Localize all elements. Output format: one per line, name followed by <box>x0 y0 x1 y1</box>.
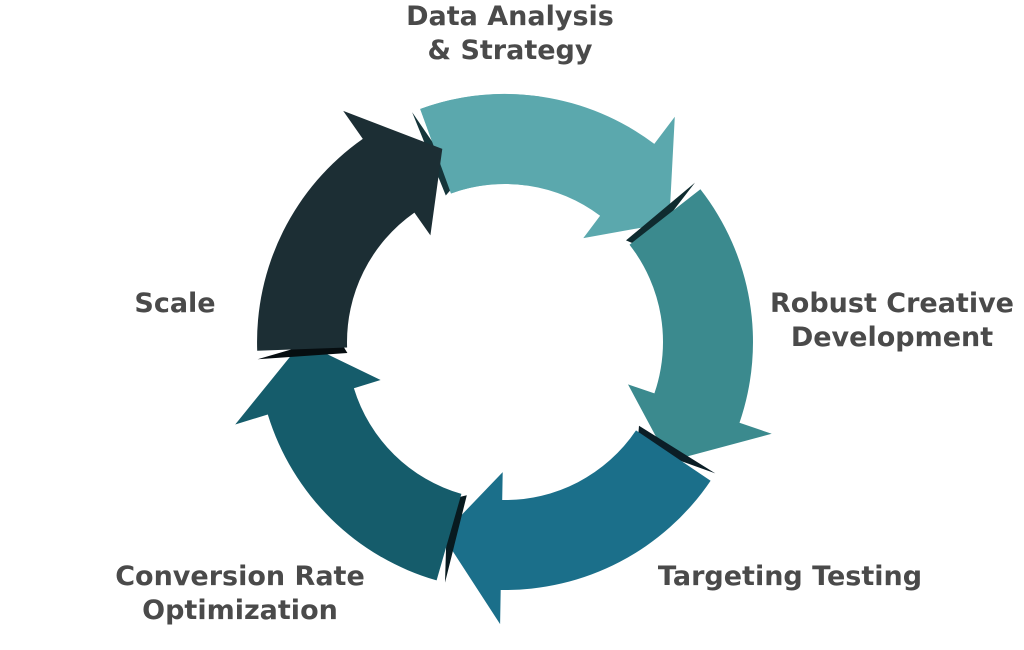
stage-label-conversion-rate-line-2: Optimization <box>142 595 338 626</box>
stage-label-robust-creative-line-1: Robust Creative <box>769 288 1014 319</box>
cycle-arrow-scale <box>257 110 443 351</box>
cycle-arrow-targeting-testing <box>442 430 711 625</box>
stage-label-data-analysis: Data Analysis & Strategy <box>340 0 680 68</box>
stage-label-conversion-rate: Conversion Rate Optimization <box>100 560 380 628</box>
stage-label-targeting-testing: Targeting Testing <box>640 560 940 594</box>
stage-label-targeting-testing-line-1: Targeting Testing <box>657 561 923 592</box>
stage-label-scale: Scale <box>120 287 230 321</box>
stage-label-conversion-rate-line-1: Conversion Rate <box>115 561 365 592</box>
arrow-shadow-robust-creative <box>626 182 695 249</box>
stage-label-scale-line-1: Scale <box>134 288 216 319</box>
stage-label-data-analysis-line-2: & Strategy <box>427 35 593 66</box>
stage-label-robust-creative: Robust Creative Development <box>760 287 1024 355</box>
arrow-shadow-targeting-testing <box>637 425 716 474</box>
cycle-arrow-robust-creative <box>628 189 772 462</box>
cycle-arrows <box>235 94 772 625</box>
stage-label-data-analysis-line-1: Data Analysis <box>406 1 614 32</box>
cycle-arrow-conversion-rate <box>235 342 462 581</box>
stage-label-robust-creative-line-2: Development <box>790 322 994 353</box>
cycle-arrow-data-analysis <box>420 94 675 239</box>
